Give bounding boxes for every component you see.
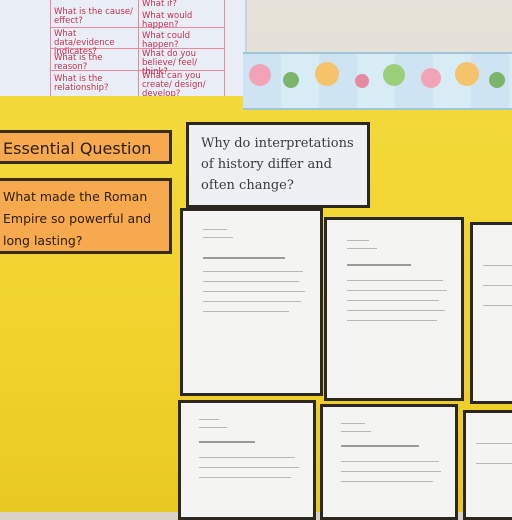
chart-right-edge — [224, 0, 225, 116]
posted-worksheet — [178, 400, 316, 520]
chart-column-divider — [138, 0, 139, 116]
chart-right-item: What can you create/ design/ develop? — [142, 71, 206, 99]
chart-row-divider — [50, 48, 225, 49]
chart-left-item: What is the relationship? — [54, 74, 109, 93]
chart-right-item: What could happen? — [142, 31, 191, 50]
chart-left-item: What data/evidence indicates? — [54, 29, 115, 57]
essential-question-text: What made the Roman Empire so powerful a… — [3, 189, 152, 248]
posted-worksheet — [463, 410, 512, 520]
chart-left-item: What is the reason? — [54, 53, 103, 72]
essential-question-title-card: Essential Question — [0, 130, 172, 164]
chart-row-divider — [50, 70, 225, 71]
chart-right-item: What if? — [142, 0, 177, 9]
chart-right-item: What do you believe/ feel/ think? — [142, 49, 198, 77]
chart-row-divider — [50, 27, 225, 28]
chart-left-item: What is the cause/ effect? — [54, 7, 133, 26]
essential-question-card: What made the Roman Empire so powerful a… — [0, 178, 172, 254]
flower-decoration — [249, 64, 271, 86]
leaf-decoration — [283, 72, 299, 88]
flower-decoration — [315, 62, 339, 86]
chart-right-item: What would happen? — [142, 11, 193, 30]
essential-question-title: Essential Question — [3, 139, 152, 158]
flower-decoration — [455, 62, 479, 86]
posted-worksheet — [320, 404, 458, 520]
flower-decoration — [355, 74, 369, 88]
anchor-chart-poster: What is the cause/ effect? What data/evi… — [0, 0, 247, 116]
leaf-decoration — [383, 64, 405, 86]
interpretation-question-text: Why do interpretations of history differ… — [201, 136, 354, 193]
interpretation-question-card: Why do interpretations of history differ… — [186, 122, 370, 208]
posted-worksheet — [324, 217, 464, 401]
leaf-decoration — [489, 72, 505, 88]
posted-worksheet — [470, 222, 512, 404]
posted-worksheet — [180, 208, 323, 396]
chart-margin-line — [50, 0, 51, 116]
decorative-border-trim — [243, 52, 512, 110]
flower-decoration — [421, 68, 441, 88]
